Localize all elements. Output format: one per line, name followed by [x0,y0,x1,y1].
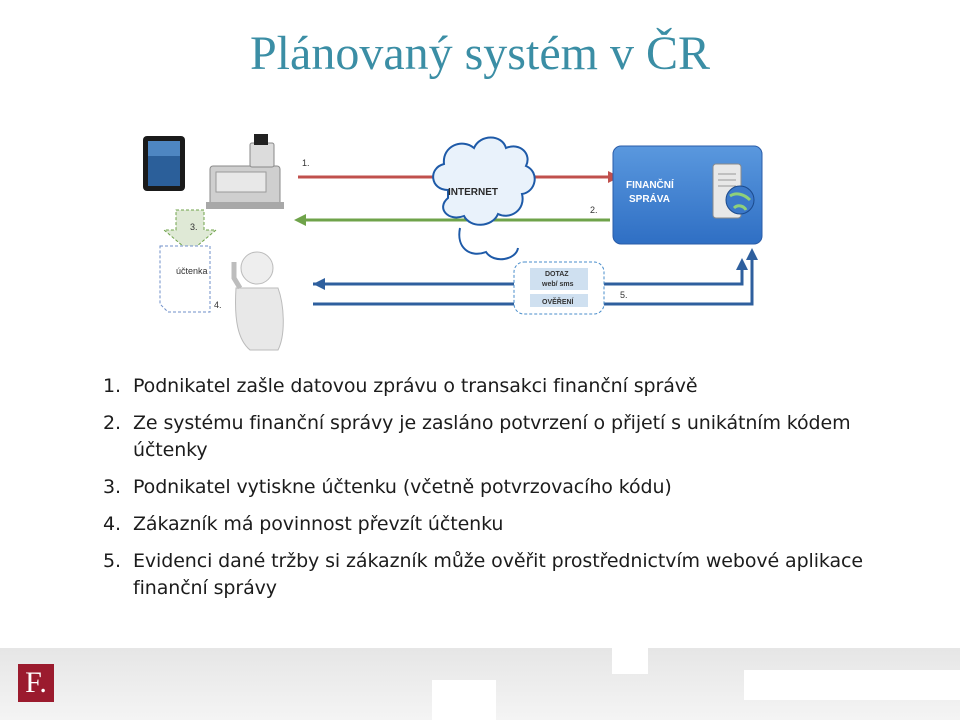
tablet-icon [143,136,185,191]
internet-cloud-icon [432,136,536,261]
bubble-verify-label: OVĚŘENÍ [542,297,575,306]
step-5-label: 5. [620,290,628,300]
authority-label-2: SPRÁVA [629,192,670,205]
footer-decoration [612,648,648,674]
logo: F. [18,664,54,702]
list-item: 4.Zákazník má povinnost převzít účtenku [103,513,504,535]
step-3-label: 3. [190,222,198,232]
step-3-arrow [162,209,218,253]
authority-label-1: FINANČNÍ [626,178,674,191]
footer-decoration [744,670,960,700]
cloud-label: INTERNET [448,187,498,198]
footer-bar [0,648,960,720]
list-item: 3.Podnikatel vytiskne účtenku (včetně po… [103,476,672,498]
query-bubble [513,261,605,315]
list-item: 1.Podnikatel zašle datovou zprávu o tran… [103,375,698,397]
receipt-label: účtenka [176,266,208,276]
step-2-label: 2. [590,205,598,215]
arrow-2 [294,214,610,226]
list-item: 2.Ze systému finanční správy je zasláno … [103,412,851,461]
financial-authority-panel [612,145,763,245]
system-diagram: 1. 2. INTERNET FINANČNÍ SPRÁVA 3. účtenk… [143,134,763,351]
steps-list: 1.Podnikatel zašle datovou zprávu o tran… [103,373,903,612]
step-4-label: 4. [214,300,222,310]
cash-register-icon [206,134,284,209]
bubble-query-label: DOTAZ [545,271,569,278]
page-title: Plánovaný systém v ČR [249,27,710,80]
step-1-label: 1. [302,158,310,168]
list-item: 5.Evidenci dané tržby si zákazník může o… [103,550,863,599]
footer-decoration [432,680,496,720]
receipt-icon [159,245,211,313]
bubble-query-channel: web/ sms [541,281,574,288]
customer-figure-icon [231,251,284,351]
arrow-5 [313,248,758,306]
